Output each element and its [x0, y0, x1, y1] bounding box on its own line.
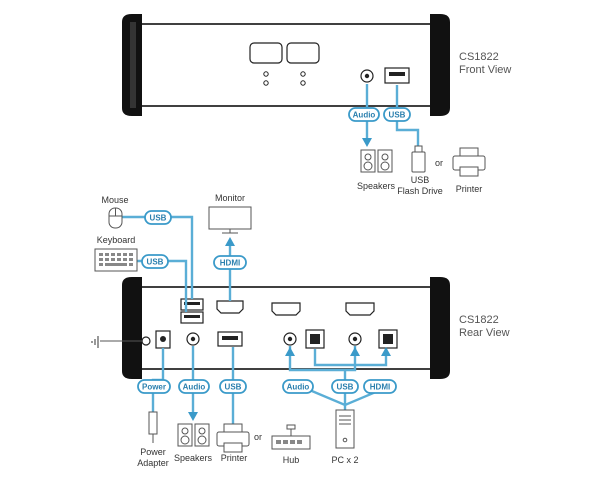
rear-unit [122, 277, 450, 379]
front-audio-port-hole [364, 73, 370, 79]
mouse-label: Mouse [101, 195, 128, 205]
front-view-label: Front View [459, 64, 512, 76]
pc1-hdmi-port [271, 302, 301, 316]
rear-model-label: CS1822 [459, 314, 499, 326]
keyboard-usb-tag-text: USB [147, 258, 164, 267]
front-view-title: CS1822 Front View [459, 51, 511, 77]
console-usb-port-2-tongue [184, 315, 200, 318]
front-led [263, 71, 269, 77]
speaker-audio-tag [178, 379, 210, 394]
rear-speakers-label: Speakers [174, 453, 213, 463]
power-adapter-label-line1: Power [140, 447, 166, 457]
arrow-icon [350, 347, 360, 356]
front-unit [122, 14, 450, 116]
keyboard-usb-tag [141, 254, 169, 269]
printer-usb-tag-text: USB [225, 383, 242, 392]
usb-flash-drive-icon [411, 145, 426, 173]
pc-audio-tag [282, 379, 314, 394]
usb-flash-label-line2: Flash Drive [397, 186, 443, 196]
front-model-label: CS1822 [459, 51, 499, 63]
monitor-hdmi-tag [213, 255, 247, 270]
rear-printer-label: Printer [221, 453, 248, 463]
monitor-hdmi-tag-text: HDMI [220, 259, 240, 268]
console-audio-port-hole [190, 336, 196, 342]
pc2-audio-port-hole [352, 336, 358, 342]
power-jack-pin [160, 336, 166, 342]
arrow-icon [285, 347, 295, 356]
console-hdmi-port [216, 300, 244, 314]
front-or-label: or [435, 158, 443, 168]
power-tag-text: Power [142, 383, 166, 392]
speaker-audio-tag-text: Audio [183, 383, 206, 392]
pc-hdmi-tag-text: HDMI [370, 383, 390, 392]
usb-flash-label-line1: USB [411, 175, 430, 185]
ground-icon [91, 336, 142, 348]
front-audio-tag-text: Audio [353, 111, 376, 120]
monitor-icon [208, 206, 252, 234]
monitor-label: Monitor [215, 193, 245, 203]
speakers-icon [177, 423, 210, 447]
pc1-usb-b-port-core [310, 334, 320, 344]
arrow-icon [381, 347, 391, 356]
pc-usb-tag-text: USB [337, 383, 354, 392]
keyboard-icon [94, 248, 138, 272]
front-led [300, 71, 306, 77]
rear-view-title: CS1822 Rear View [459, 314, 510, 340]
speakers-icon [360, 149, 393, 173]
arrow-icon [362, 138, 372, 147]
rear-view-label: Rear View [459, 327, 510, 339]
front-usb-port-tongue [389, 72, 405, 76]
arrow-icon [225, 237, 235, 246]
front-display-right [286, 42, 320, 64]
console-usb-port-1-tongue [184, 302, 200, 305]
keyboard-label: Keyboard [97, 235, 136, 245]
power-tag [137, 379, 171, 394]
pc-label: PC x 2 [331, 455, 358, 465]
front-led [263, 80, 269, 86]
hub-icon [271, 424, 311, 450]
printer-usb-tag [219, 379, 247, 394]
arrow-icon [188, 412, 198, 421]
printer-icon [452, 147, 486, 177]
front-usb-tag-text: USB [389, 111, 406, 120]
mouse-usb-tag [144, 210, 172, 225]
front-display-left [249, 42, 283, 64]
printer-icon [216, 423, 250, 453]
front-speakers-label: Speakers [357, 181, 396, 191]
mouse-usb-tag-text: USB [150, 214, 167, 223]
front-led [300, 80, 306, 86]
ground-screw [141, 336, 151, 346]
front-audio-tag [348, 107, 380, 122]
pc2-usb-b-port-core [383, 334, 393, 344]
front-usb-tag [383, 107, 411, 122]
front-printer-label: Printer [456, 184, 483, 194]
hub-label: Hub [283, 455, 300, 465]
pc-usb-tag [331, 379, 359, 394]
pc-hdmi-tag [363, 379, 397, 394]
pc-usb-cable [313, 349, 388, 367]
pc2-hdmi-port [345, 302, 375, 316]
power-adapter-icon [148, 411, 158, 443]
console-usb-port-3-tongue [222, 336, 238, 340]
pc-audio-cable [288, 346, 357, 372]
mouse-icon [108, 207, 123, 229]
power-adapter-label-line2: Adapter [137, 458, 169, 468]
pc-tower-icon [335, 409, 355, 449]
pc1-audio-port-hole [287, 336, 293, 342]
pc-audio-tag-text: Audio [287, 383, 310, 392]
rear-or-label: or [254, 432, 262, 442]
